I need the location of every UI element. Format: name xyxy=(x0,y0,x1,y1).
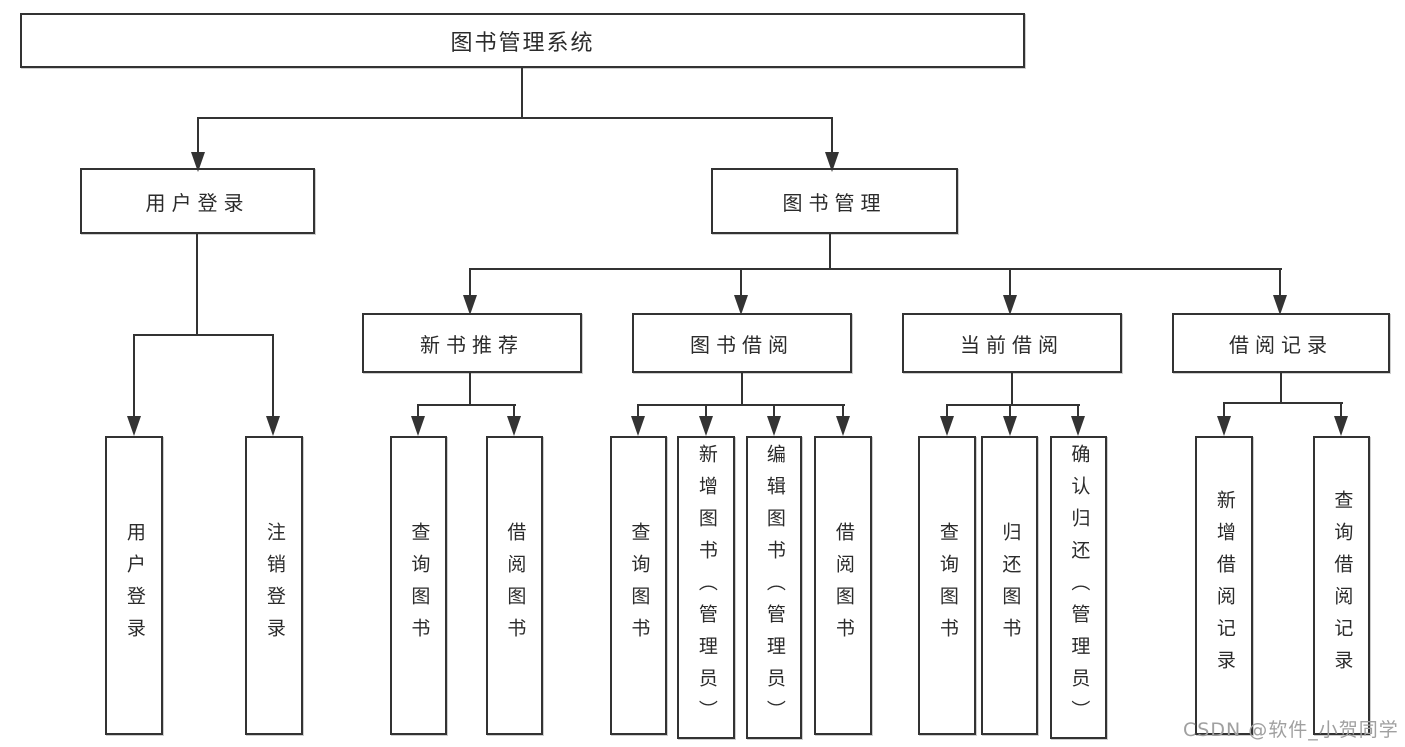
connector-line xyxy=(133,334,274,336)
arrow-down-icon xyxy=(825,152,839,172)
leaf-current-query-books: 查询图书 xyxy=(918,436,976,735)
leaf-label: 新增图书（管理员） xyxy=(695,443,718,732)
leaf-user-login: 用户登录 xyxy=(105,436,163,735)
leaf-borrowing-add-books: 新增图书（管理员） xyxy=(677,436,735,739)
node-root: 图书管理系统 xyxy=(20,13,1025,68)
arrow-down-icon xyxy=(411,416,425,436)
connector-line xyxy=(1077,406,1079,418)
connector-line xyxy=(1223,404,1225,418)
connector-line xyxy=(637,406,639,418)
connector-line xyxy=(197,117,833,119)
connector-line xyxy=(741,373,743,406)
leaf-recommend-borrow-books: 借阅图书 xyxy=(486,436,543,735)
arrow-down-icon xyxy=(1217,416,1231,436)
leaf-label: 查询借阅记录 xyxy=(1331,489,1354,682)
connector-line xyxy=(1009,270,1011,296)
leaf-label: 编辑图书（管理员） xyxy=(763,443,786,732)
connector-line xyxy=(469,270,471,296)
arrow-down-icon xyxy=(191,152,205,172)
arrow-down-icon xyxy=(266,416,280,436)
connector-line xyxy=(469,373,471,406)
arrow-down-icon xyxy=(734,295,748,315)
connector-line xyxy=(1223,402,1343,404)
connector-line xyxy=(1340,404,1342,418)
leaf-recommend-query-books: 查询图书 xyxy=(390,436,447,735)
connector-line xyxy=(1009,406,1011,418)
connector-line xyxy=(469,268,1282,270)
node-user-login: 用户登录 xyxy=(80,168,315,234)
node-borrowing-records: 借阅记录 xyxy=(1172,313,1390,373)
connector-line xyxy=(197,119,199,154)
arrow-down-icon xyxy=(127,416,141,436)
leaf-current-confirm-return: 确认归还（管理员） xyxy=(1050,436,1107,739)
connector-line xyxy=(1280,373,1282,404)
leaf-current-return-books: 归还图书 xyxy=(981,436,1038,735)
connector-line xyxy=(842,406,844,418)
leaf-label: 查询图书 xyxy=(408,521,431,650)
connector-line xyxy=(773,406,775,418)
leaf-label: 归还图书 xyxy=(999,521,1022,650)
arrow-down-icon xyxy=(699,416,713,436)
node-book-borrowing: 图书借阅 xyxy=(632,313,852,373)
connector-line xyxy=(946,406,948,418)
connector-line xyxy=(1011,373,1013,406)
arrow-down-icon xyxy=(1273,295,1287,315)
arrow-down-icon xyxy=(1003,416,1017,436)
arrow-down-icon xyxy=(631,416,645,436)
connector-line xyxy=(513,406,515,418)
connector-line xyxy=(740,270,742,296)
leaf-label: 确认归还（管理员） xyxy=(1068,443,1091,732)
connector-line xyxy=(417,406,419,418)
leaf-borrowing-borrow-books: 借阅图书 xyxy=(814,436,872,735)
leaf-label: 查询图书 xyxy=(936,521,959,650)
node-new-book-recommend: 新书推荐 xyxy=(362,313,582,373)
connector-line xyxy=(417,404,516,406)
connector-line xyxy=(946,404,1080,406)
arrow-down-icon xyxy=(767,416,781,436)
leaf-label: 用户登录 xyxy=(123,521,146,650)
arrow-down-icon xyxy=(940,416,954,436)
connector-line xyxy=(831,119,833,154)
leaf-label: 新增借阅记录 xyxy=(1213,489,1236,682)
leaf-label: 查询图书 xyxy=(628,521,651,650)
connector-line xyxy=(521,68,523,119)
arrow-down-icon xyxy=(1334,416,1348,436)
leaf-records-query-record: 查询借阅记录 xyxy=(1313,436,1370,735)
node-current-borrowing: 当前借阅 xyxy=(902,313,1122,373)
connector-line xyxy=(705,406,707,418)
arrow-down-icon xyxy=(507,416,521,436)
connector-line xyxy=(272,336,274,417)
connector-line xyxy=(196,234,198,336)
connector-line xyxy=(829,234,831,270)
leaf-label: 借阅图书 xyxy=(832,521,855,650)
connector-line xyxy=(133,336,135,417)
arrow-down-icon xyxy=(1071,416,1085,436)
arrow-down-icon xyxy=(1003,295,1017,315)
arrow-down-icon xyxy=(463,295,477,315)
leaf-label: 借阅图书 xyxy=(504,521,527,650)
leaf-borrowing-query-books: 查询图书 xyxy=(610,436,667,735)
watermark: CSDN @软件_小贺同学 xyxy=(1183,719,1399,741)
leaf-label: 注销登录 xyxy=(263,521,286,650)
leaf-borrowing-edit-books: 编辑图书（管理员） xyxy=(746,436,802,739)
node-book-management: 图书管理 xyxy=(711,168,958,234)
leaf-records-add-record: 新增借阅记录 xyxy=(1195,436,1253,735)
connector-line xyxy=(1279,270,1281,296)
leaf-logout: 注销登录 xyxy=(245,436,303,735)
connector-line xyxy=(637,404,845,406)
arrow-down-icon xyxy=(836,416,850,436)
